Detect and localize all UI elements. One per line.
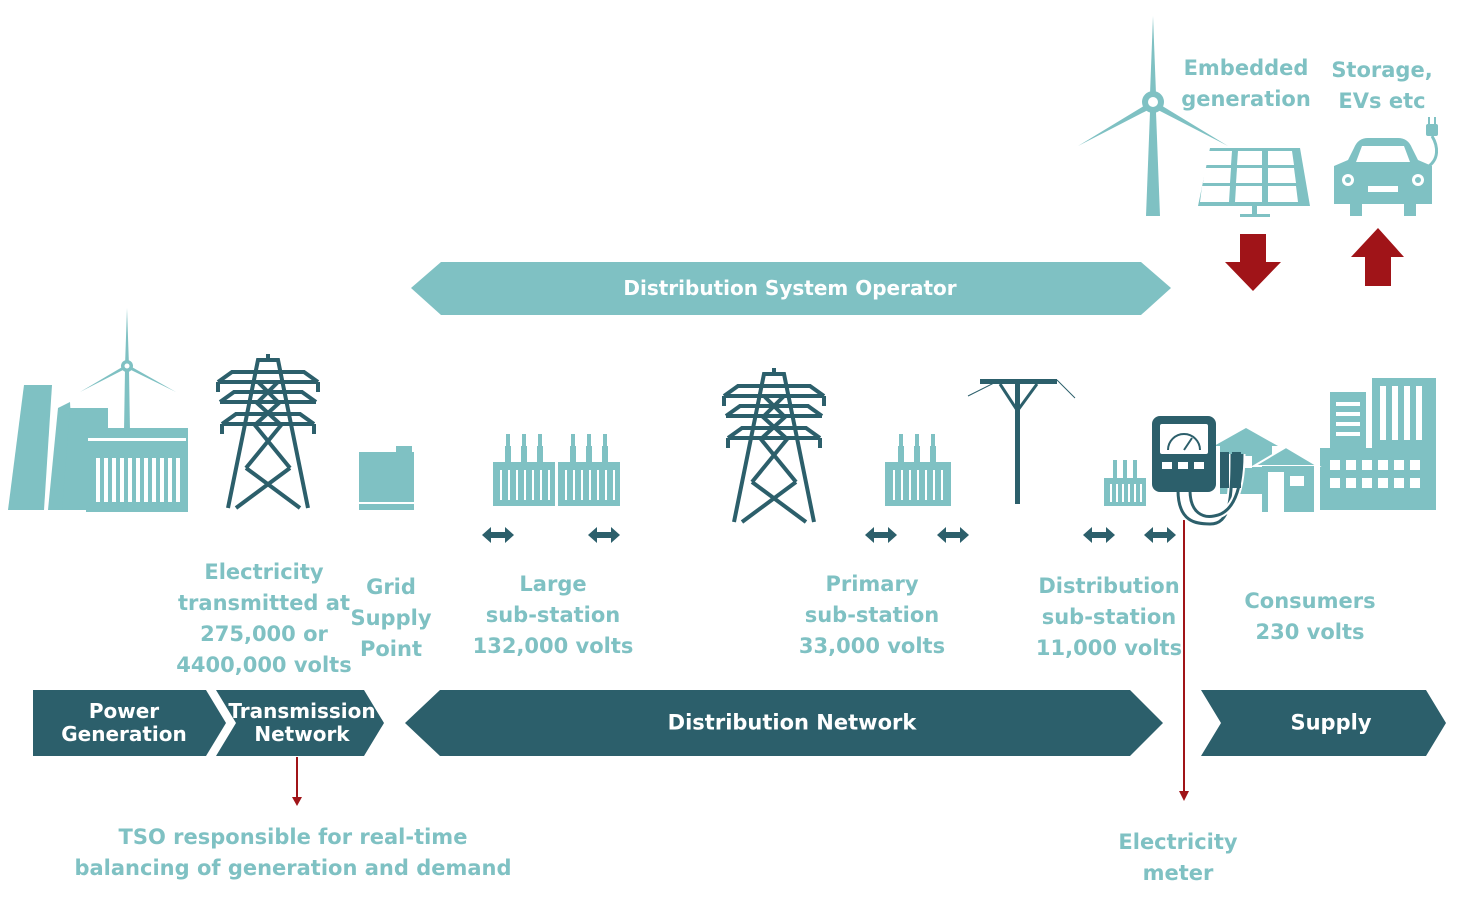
tso-pointer [292, 757, 302, 806]
double-arrow-icon [482, 527, 514, 543]
stage-transmission-network [216, 690, 384, 756]
storage-evs-label: Storage,EVs etc [1331, 58, 1433, 113]
arrow-down-icon [1225, 234, 1281, 291]
office-building-icon [1320, 378, 1436, 510]
transformer-icon [1104, 460, 1146, 506]
double-arrow-icon [1144, 527, 1176, 543]
transformer-icon [885, 434, 951, 506]
stage-supply [1201, 690, 1446, 756]
utility-pole-icon [967, 379, 1076, 504]
stage-distribution-network-label: Distribution Network [667, 710, 917, 735]
transformer-icon [493, 434, 620, 506]
double-arrow-icon [588, 527, 620, 543]
stage-supply-label: Supply [1290, 710, 1372, 735]
double-arrow-icon [1083, 527, 1115, 543]
wind-turbine-icon [80, 308, 176, 432]
pylon-icon [216, 354, 320, 510]
electric-car-icon [1334, 117, 1438, 216]
meter-pointer [1179, 520, 1189, 801]
grid-supply-cabinet-icon [359, 446, 414, 510]
double-arrow-icon [865, 527, 897, 543]
power-station-icon [8, 385, 188, 512]
stage-distribution-network [405, 690, 1163, 756]
house-icon [1250, 445, 1322, 512]
stage-power-generation [33, 690, 226, 756]
solar-panel-icon [1198, 148, 1310, 217]
arrow-up-icon [1351, 228, 1404, 286]
dso-banner: Distribution System Operator [411, 262, 1171, 315]
dso-banner-label: Distribution System Operator [623, 276, 956, 300]
wind-turbine-icon [1078, 16, 1228, 216]
double-arrow-icon [937, 527, 969, 543]
electricity-meter-icon [1152, 416, 1246, 528]
pylon-icon [722, 368, 826, 524]
